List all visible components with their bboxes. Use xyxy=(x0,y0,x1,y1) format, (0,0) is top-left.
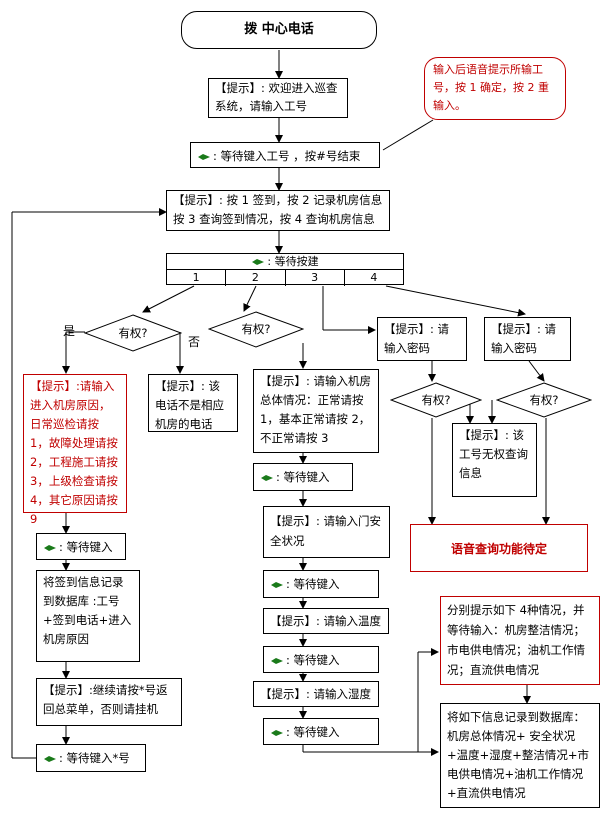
phone-key-icon xyxy=(252,259,265,265)
wait-id-text: : 等待键入工号 ，按#号结束 xyxy=(213,149,361,163)
phone-key-icon xyxy=(271,729,283,736)
auth-diamond-3-text: 有权? xyxy=(421,393,450,407)
wait-input-mid-2: : 等待键入 xyxy=(263,570,379,598)
key-switch: : 等待按建 1 2 3 4 xyxy=(166,253,404,286)
record-db-box: 将如下信息记录到数据库：机房总体情况+ 安全状况+温度+湿度+整洁情况+市电供电… xyxy=(440,703,600,808)
main-menu-prompt: 【提示】: 按 1 签到，按 2 记录机房信息 按 3 查询签到情况，按 4 查… xyxy=(166,190,390,231)
phone-key-icon xyxy=(44,755,56,762)
callout-note: 输入后语音提示所输工号，按 1 确定，按 2 重输入。 xyxy=(424,57,566,120)
humidity-prompt: 【提示】: 请输入湿度 xyxy=(253,681,379,707)
overall-status-prompt: 【提示】: 请输入机房总体情况：正常请按 1，基本正常请按 2，不正常请按 3 xyxy=(253,369,379,453)
key-4: 4 xyxy=(370,271,378,284)
key-3: 3 xyxy=(286,270,345,286)
auth-diamond-4-text: 有权? xyxy=(529,393,558,407)
phone-key-icon xyxy=(271,581,283,588)
auth-diamond-1-text: 有权? xyxy=(118,326,147,340)
phone-key-icon xyxy=(271,657,283,664)
wait-star-input: : 等待键入*号 xyxy=(36,744,146,772)
signin-db-record: 将签到信息记录到数据库 :工号+签到电话+进入机房原因 xyxy=(36,570,140,662)
phone-key-icon xyxy=(261,474,273,481)
phone-key-icon xyxy=(198,153,210,160)
no-label: 否 xyxy=(188,335,201,349)
wait-input-mid-4: : 等待键入 xyxy=(263,718,379,745)
key-1: 1 xyxy=(167,270,227,286)
four-cases-prompt: 分别提示如下 4种情况，并等待输入：机房整洁情况；市电供电情况；油机工作情况；直… xyxy=(440,596,600,685)
no-auth-prompt: 【提示】: 该工号无权查询信息 xyxy=(452,423,537,497)
wait-input-mid-1: : 等待键入 xyxy=(253,463,353,491)
welcome-prompt: 【提示】: 欢迎进入巡查系统，请输入工号 xyxy=(208,78,348,118)
key-2: 2 xyxy=(226,270,286,286)
password-prompt-1: 【提示】: 请输入密码 xyxy=(377,317,467,361)
wait-input-left: : 等待键入 xyxy=(36,533,126,560)
voice-pending-note: 语音查询功能待定 xyxy=(410,524,588,572)
auth-diamond-2: 有权? xyxy=(208,311,304,348)
reason-prompt: 【提示】:请输入进入机房原因，日常巡检请按 1，故障处理请按 2，工程施工请按 … xyxy=(23,374,127,526)
phone-key-icon xyxy=(44,544,56,551)
not-room-phone-prompt: 【提示】: 该电话不是相应机房的电话 xyxy=(148,374,238,432)
start-terminal: 拨 中心电话 xyxy=(181,11,377,49)
yes-label: 是 xyxy=(63,324,76,338)
auth-diamond-2-text: 有权? xyxy=(241,322,270,336)
auth-diamond-3: 有权? xyxy=(390,382,482,418)
wait-key-header: : 等待按建 xyxy=(167,254,403,270)
continue-prompt: 【提示】:继续请按*号返回总菜单，否则请挂机 xyxy=(36,678,182,726)
password-prompt-2: 【提示】: 请输入密码 xyxy=(484,317,571,361)
auth-diamond-1: 有权? xyxy=(84,314,182,352)
door-safety-prompt: 【提示】: 请输入门安全状况 xyxy=(263,506,390,558)
wait-id-input: : 等待键入工号 ，按#号结束 xyxy=(190,142,380,168)
wait-input-mid-3: : 等待键入 xyxy=(263,646,379,673)
auth-diamond-4: 有权? xyxy=(496,382,592,418)
temperature-prompt: 【提示】: 请输入温度 xyxy=(263,608,389,634)
